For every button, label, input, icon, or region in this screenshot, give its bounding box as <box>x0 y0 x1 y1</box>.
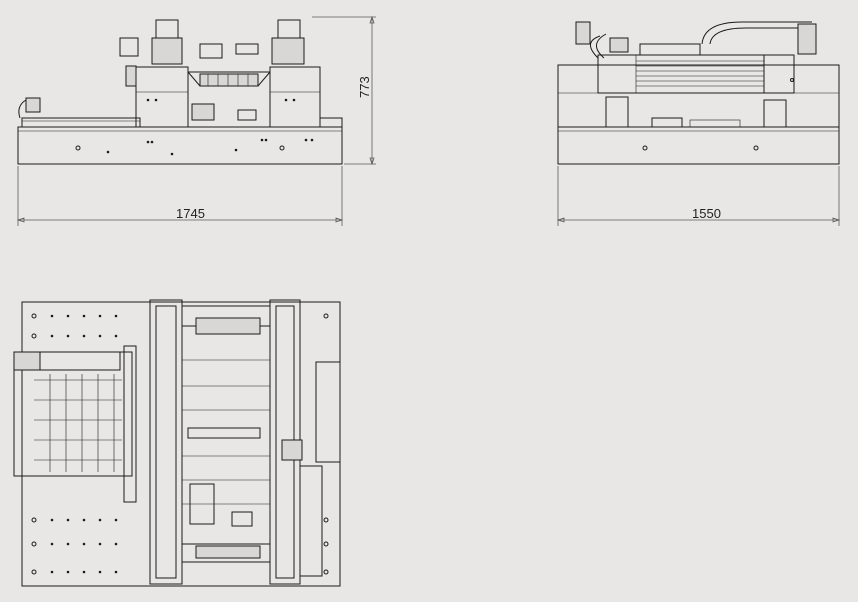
front-right-tower <box>269 66 321 128</box>
side-base <box>557 126 840 165</box>
side-view <box>556 21 841 226</box>
top-left-module <box>13 351 133 477</box>
front-left-tower <box>135 66 189 128</box>
side-width-dimension: 1550 <box>692 206 721 221</box>
front-view <box>16 15 376 226</box>
front-base <box>17 126 343 165</box>
top-view <box>13 299 341 587</box>
top-left-rail <box>149 299 183 585</box>
front-height-dimension: 773 <box>357 76 372 98</box>
front-width-dimension: 1745 <box>176 206 205 221</box>
